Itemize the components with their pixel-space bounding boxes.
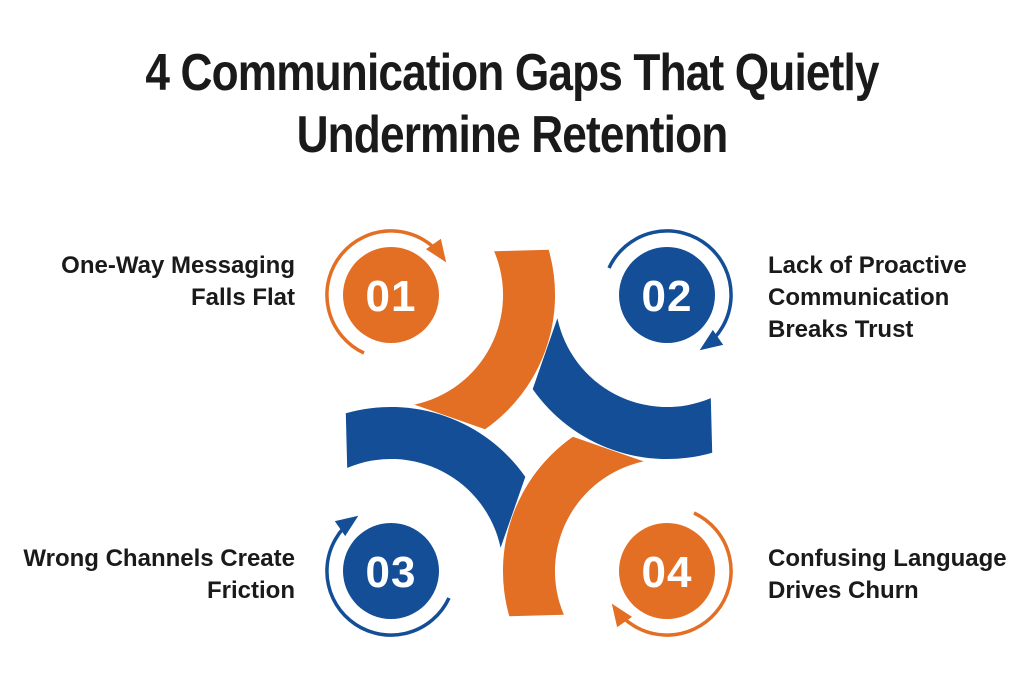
step-04-label: Confusing Language Drives Churn (768, 543, 1007, 607)
step-02-label-line-2: Communication (768, 284, 950, 311)
step-04-label-line-2: Drives Churn (768, 577, 919, 604)
step-02-number: 02 (642, 272, 693, 321)
pinwheel-arc-bottom (502, 436, 644, 617)
step-04-clockwise-arrow-icon (611, 511, 733, 637)
step-01-label: One-Way Messaging Falls Flat (61, 250, 295, 314)
step-03-number: 03 (366, 548, 417, 597)
step-03-circle (343, 523, 439, 619)
step-01-label-line-2: Falls Flat (190, 284, 295, 311)
step-02-clockwise-arrow-icon (607, 229, 733, 351)
step-03-label-line-1: Wrong Channels Create (23, 545, 295, 572)
pinwheel-arc-left (345, 406, 526, 548)
step-01-label-line-1: One-Way Messaging (61, 252, 295, 279)
pinwheel-arc-right (532, 318, 713, 460)
page-title: 4 Communication Gaps That Quietly Underm… (77, 42, 947, 166)
step-01-clockwise-arrow-icon (325, 229, 447, 355)
page-title-line-1: 4 Communication Gaps That Quietly (145, 44, 879, 102)
pinwheel-arc-top (414, 249, 556, 430)
page-title-line-2: Undermine Retention (296, 106, 729, 164)
step-01-circle (343, 247, 439, 343)
cycle-diagram: 01 02 03 04 (325, 229, 733, 637)
step-01-number: 01 (366, 272, 417, 321)
step-02-label-line-3: Breaks Trust (768, 316, 914, 343)
step-03-label: Wrong Channels Create Friction (23, 543, 295, 607)
step-04-circle (619, 523, 715, 619)
step-02-circle (619, 247, 715, 343)
step-02-label-line-1: Lack of Proactive (768, 252, 967, 279)
step-03-label-line-2: Friction (207, 577, 295, 604)
step-04-label-line-1: Confusing Language (768, 545, 1007, 572)
step-03-clockwise-arrow-icon (325, 515, 451, 637)
step-02-label: Lack of Proactive Communication Breaks T… (768, 250, 967, 346)
step-04-number: 04 (642, 548, 693, 597)
